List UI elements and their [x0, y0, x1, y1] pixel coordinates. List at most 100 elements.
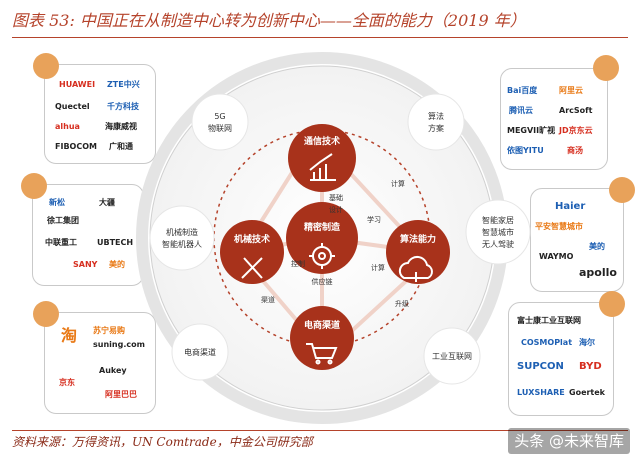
figure-title: 图表 53: 中国正在从制造中心转为创新中心——全面的能力（2019 年）	[12, 11, 526, 30]
logo-suning-com: suning.com	[93, 340, 145, 349]
logo-supcon: SUPCON	[517, 361, 564, 372]
logo-huawei: HUAWEI	[59, 80, 96, 89]
logo-panel-top-left: HUAWEI ZTE中兴 Quectel 千方科技 alhua 海康威视 FIB…	[33, 53, 156, 164]
logo-panel-top-right: Bai百度 阿里云 腾讯云 ArcSoft MEGVII旷视 JD京东云 依图Y…	[500, 55, 619, 170]
outer-label-iot-line1: 5G	[214, 112, 225, 121]
outer-label-algo-line2: 方案	[428, 123, 444, 133]
logo-apollo: apollo	[579, 266, 617, 279]
logo-cosmoplat: COSMOPlat	[521, 338, 573, 347]
wrench-screwdriver-icon	[241, 257, 263, 279]
outer-label-home-line2: 智慧城市	[482, 227, 514, 237]
logo-zte: ZTE中兴	[107, 80, 140, 89]
outer-label-ecommerce: 电商渠道	[184, 347, 216, 357]
logo-xcmg: 徐工集团	[47, 216, 79, 225]
logo-midea-right: 美的	[589, 242, 605, 251]
logo-panel-bottom-left: 淘 苏宁易购 suning.com Aukey 京东 阿里巴巴	[33, 301, 156, 414]
device-icon	[33, 53, 59, 79]
outer-label-industrial: 工业互联网	[432, 351, 472, 361]
title-divider	[12, 37, 628, 38]
node-algorithm-capability	[386, 220, 450, 284]
link-label-upgrade: 升级	[395, 299, 409, 308]
bubble-iot	[191, 93, 249, 151]
growth-chart-icon	[309, 153, 336, 181]
logo-byd: BYD	[579, 361, 602, 372]
logo-dahua: alhua	[55, 122, 80, 131]
outer-label-iot-line2: 物联网	[208, 123, 232, 133]
logo-panel-bottom-right: 富士康工业互联网 COSMOPlat 海尔 SUPCON BYD LUXSHAR…	[508, 291, 625, 416]
bubble-industrial-internet	[423, 327, 481, 385]
logo-tencent-cloud: 腾讯云	[509, 106, 533, 115]
node-mechanical-tech	[220, 220, 284, 284]
logo-suning: 苏宁易购	[93, 326, 125, 335]
link-label-supply-chain: 供应链	[312, 277, 333, 286]
shopping-cart-icon	[306, 343, 338, 365]
cloud-icon	[398, 255, 433, 282]
bubble-manufacturing	[149, 205, 215, 271]
node-label-communication: 通信技术	[304, 135, 340, 147]
laptop-icon	[33, 301, 59, 327]
source-note: 资料来源：万得资讯，UN Comtrade，中金公司研究部	[12, 435, 313, 449]
logo-ubtech: UBTECH	[97, 238, 134, 247]
logo-quectel: Quectel	[55, 102, 90, 111]
logo-midea-left: 美的	[109, 260, 125, 269]
bubble-ecommerce	[171, 323, 229, 381]
outer-label-algo-line1: 算法	[428, 111, 444, 121]
link-label-base: 基础	[329, 193, 343, 202]
home-icon	[609, 177, 635, 203]
logo-alibaba: 阿里巴巴	[105, 390, 137, 399]
outer-bubbles	[149, 93, 531, 385]
network-icon	[599, 291, 625, 317]
logo-hikvision: 海康威视	[105, 122, 137, 131]
link-label-control: 控制	[291, 259, 305, 268]
bubble-algorithm-solution	[407, 93, 465, 151]
footer-divider	[12, 430, 628, 431]
logo-waymo: WAYMO	[539, 252, 574, 261]
logo-taobao: 淘	[61, 326, 78, 345]
logo-megvii: MEGVII旷视	[507, 126, 556, 135]
link-label-channel: 渠道	[261, 295, 275, 304]
logo-aliyun: 阿里云	[559, 86, 583, 95]
logo-zoomlion: 中联重工	[45, 238, 77, 247]
logo-yitu: 依图YITU	[507, 146, 544, 155]
link-label-compute-right: 计算	[371, 263, 385, 272]
logo-siasun: 新松	[49, 198, 65, 207]
node-ecommerce-channel	[290, 306, 354, 370]
node-precision-manufacturing	[286, 202, 358, 274]
link-label-learn: 学习	[367, 215, 381, 224]
logo-guanghetong: 广和通	[109, 142, 133, 151]
link-label-compute-top: 计算	[391, 179, 405, 188]
logo-jd: 京东	[59, 378, 75, 387]
logo-dji: 大疆	[99, 198, 115, 207]
node-label-mechanical: 机械技术	[234, 233, 270, 245]
logo-panel-mid-right: Haier 平安智慧城市 美的 WAYMO apollo	[530, 177, 635, 292]
logo-baidu: Bai百度	[507, 86, 538, 95]
core-nodes	[220, 124, 450, 370]
logo-goertek: Goertek	[569, 388, 606, 397]
core-icons	[241, 153, 433, 365]
logo-foxconn-fii: 富士康工业互联网	[517, 316, 581, 325]
ring-diagram: 通信技术 精密制造 机械技术 算法能力 电商渠道 5G 物联网 算法 方案 机械…	[136, 52, 531, 424]
gear-cluster-icon	[21, 173, 47, 199]
bubble-smart-home	[465, 199, 531, 265]
outer-label-mfg-line2: 智能机器人	[162, 239, 202, 249]
logo-haier: Haier	[555, 201, 586, 212]
logo-jd-cloud: JD京东云	[559, 126, 593, 135]
logo-pingan-city: 平安智慧城市	[535, 222, 583, 231]
logo-luxshare: LUXSHARE	[517, 388, 565, 397]
logo-arcsoft: ArcSoft	[559, 106, 593, 115]
node-communication-tech	[288, 124, 356, 192]
gear-icon	[309, 243, 335, 269]
logo-haier-right: 海尔	[579, 338, 595, 347]
logo-sany: SANY	[73, 260, 98, 269]
link-label-design: 设计	[329, 205, 343, 214]
outer-label-home-line1: 智能家居	[482, 215, 514, 225]
logo-qianfang: 千方科技	[107, 102, 139, 111]
logo-aukey: Aukey	[99, 366, 127, 375]
outer-label-home-line3: 无人驾驶	[482, 239, 514, 249]
node-label-precision: 精密制造	[304, 221, 341, 233]
node-label-algorithm: 算法能力	[400, 233, 436, 245]
logo-sensetime: 商汤	[567, 146, 583, 155]
watermark: 头条 @未来智库	[508, 428, 630, 454]
logo-fibocom: FIBOCOM	[55, 142, 97, 151]
node-label-ecommerce: 电商渠道	[304, 319, 340, 331]
